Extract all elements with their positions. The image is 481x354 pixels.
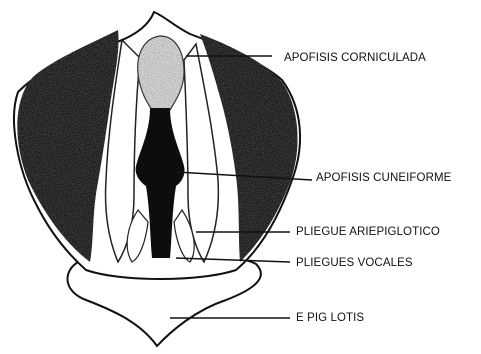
label-aryepiglottic-fold: PLIEGUE ARIEPIGLOTICO — [296, 227, 440, 239]
label-vocal-folds: PLIEGUES VOCALES — [296, 258, 413, 270]
label-corniculate: APOFISIS CORNICULADA — [284, 53, 426, 65]
label-epiglottis: E PIG LOTIS — [296, 313, 364, 325]
label-cuneiform: APOFISIS CUNEIFORME — [316, 173, 451, 185]
